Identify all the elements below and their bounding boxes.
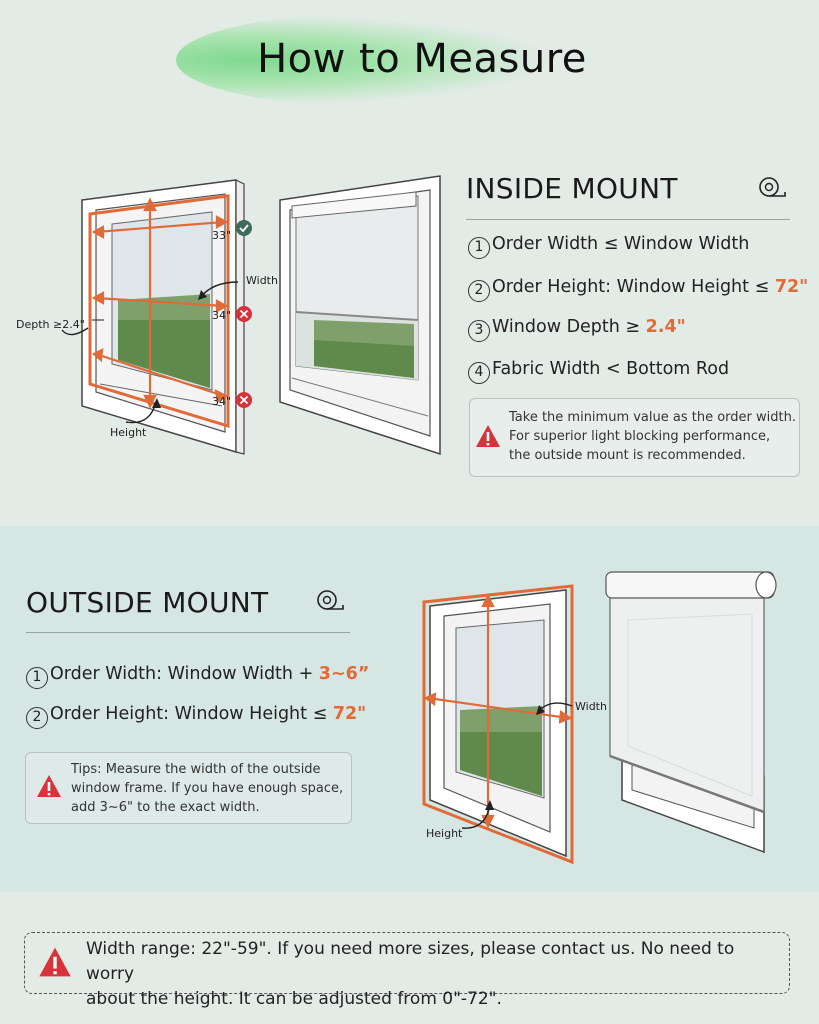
inside-measure-outline: [88, 194, 230, 429]
outside-divider: [26, 632, 350, 633]
outside-width-label: Width: [575, 700, 607, 713]
page-title: How to Measure: [257, 36, 587, 82]
inside-note-text: Take the minimum value as the order widt…: [509, 410, 796, 463]
footer-section-bg: [0, 892, 819, 1024]
outside-mount-title: OUTSIDE MOUNT: [26, 586, 269, 619]
size-range-notice: [24, 932, 790, 994]
warning-icon: [39, 947, 71, 977]
inside-depth-label: Depth ≥2.4": [16, 318, 85, 331]
warning-icon: [476, 425, 500, 447]
inside-measure-33: 33": [212, 229, 232, 242]
size-range-text: Width range: 22"-59". If you need more s…: [86, 939, 735, 1009]
outside-measure-outline: [422, 584, 574, 865]
inside-width-label: Width: [246, 274, 278, 287]
check-icon: [236, 220, 252, 236]
outside-note-text: Tips: Measure the width of the outside w…: [71, 762, 344, 815]
inside-mount-title: INSIDE MOUNT: [466, 172, 678, 205]
outside-note: [25, 752, 352, 824]
outside-shade-cassette: [605, 571, 775, 599]
inside-note: [469, 398, 800, 477]
outside-height-label: Height: [426, 827, 463, 840]
measuring-tape-icon: [317, 590, 344, 610]
outside-mount-diagram: [422, 571, 777, 865]
title-highlight: [176, 14, 556, 106]
inside-height-label: Height: [110, 426, 147, 439]
measuring-tape-icon: [759, 177, 786, 197]
inside-mount-diagram: [61, 175, 441, 456]
inside-measure-34-bottom: 34": [212, 395, 232, 408]
inside-measure-34-middle: 34": [212, 309, 232, 322]
inside-divider: [466, 219, 790, 220]
warning-icon: [37, 775, 61, 797]
